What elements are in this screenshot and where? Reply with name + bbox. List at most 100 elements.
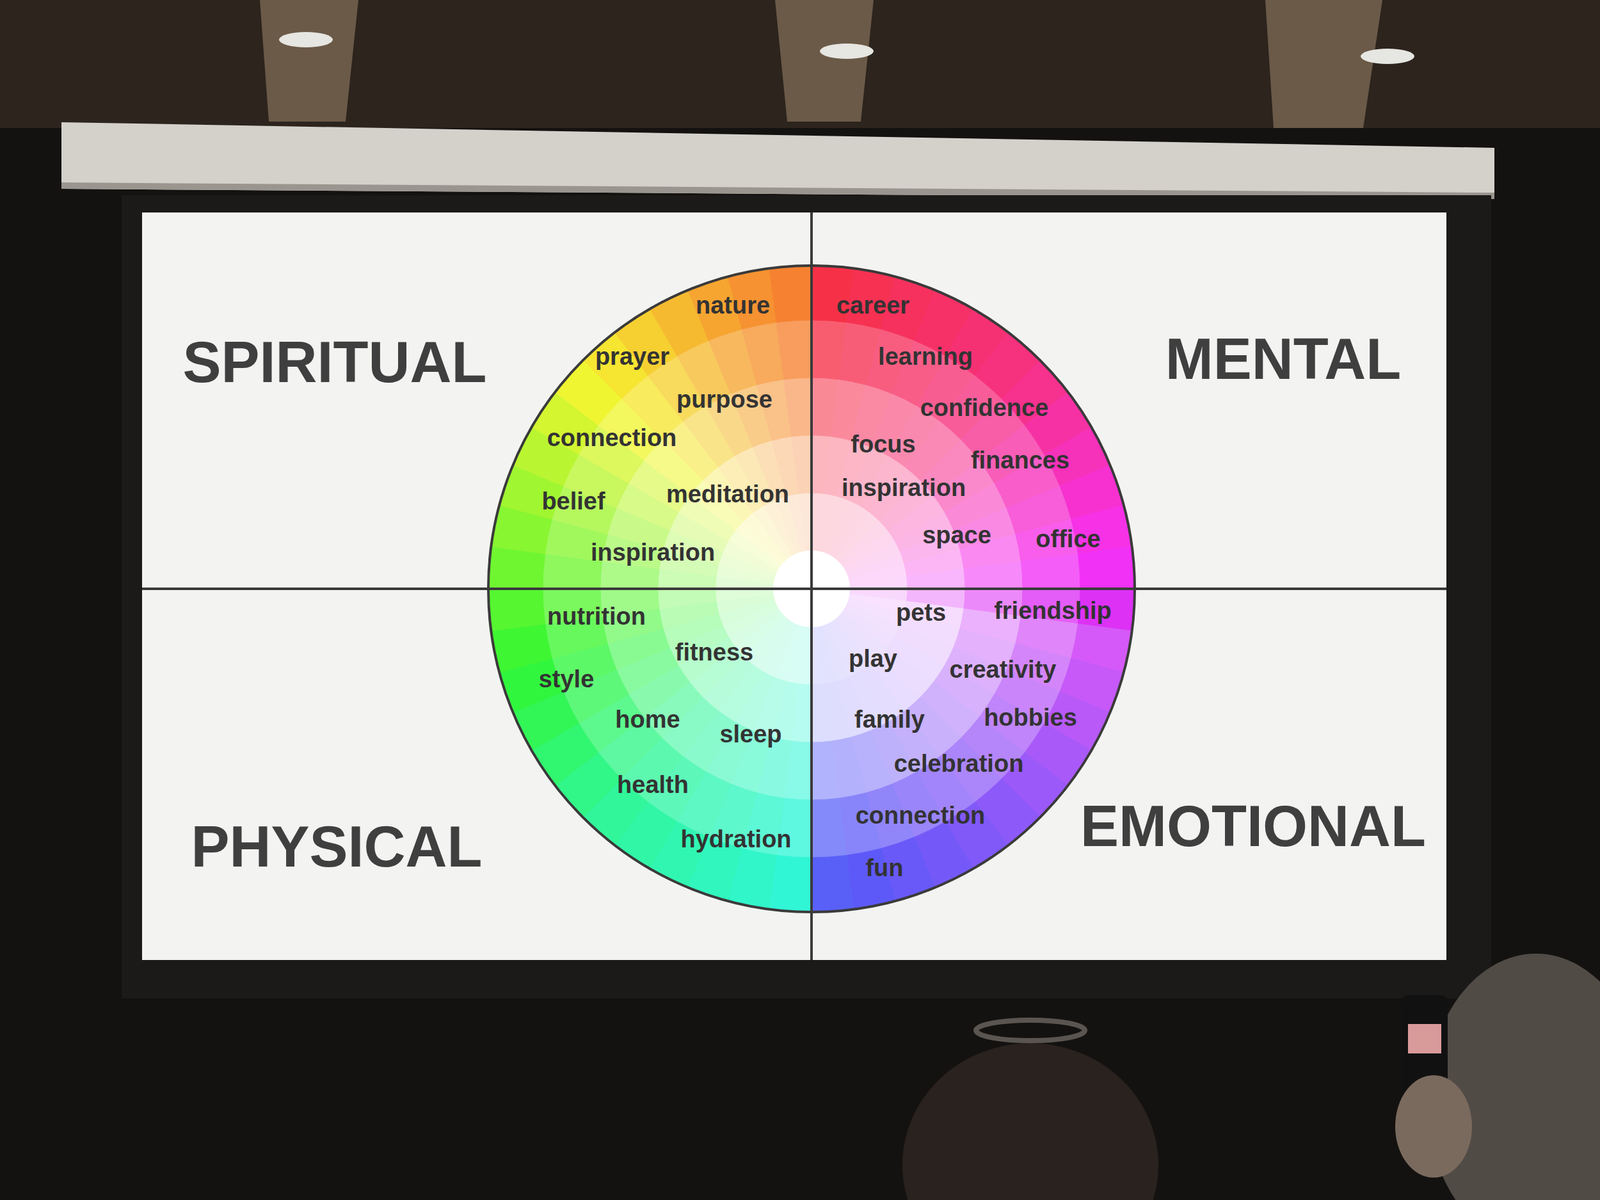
- quadrant-heading: MENTAL: [1165, 330, 1401, 388]
- wheel-segment-label: hobbies: [983, 704, 1078, 732]
- wheel-segment-label: family: [854, 706, 925, 734]
- wheel-segment-label: prayer: [595, 343, 670, 371]
- wheel-segment: [811, 741, 840, 800]
- segment-word: hydration: [680, 826, 792, 854]
- wheel-segment-label: celebration: [894, 750, 1024, 778]
- segment-word: celebration: [894, 750, 1024, 778]
- segment-word: purpose: [676, 386, 773, 414]
- wheel-segment-label: focus: [850, 431, 916, 459]
- wheel-segment-label: connection: [547, 424, 678, 452]
- wheel-segment-label: nutrition: [547, 603, 646, 631]
- segment-word: home: [615, 706, 680, 734]
- segment-word: hobbies: [983, 704, 1078, 732]
- wheel-segment: [769, 265, 812, 323]
- wheel-segment: [715, 588, 774, 602]
- wheel-segment-label: purpose: [676, 386, 773, 414]
- wheel-segment-label: hydration: [680, 826, 792, 854]
- wheel-segment-label: fun: [865, 855, 904, 882]
- wheel-segment-label: nature: [695, 292, 770, 320]
- segment-word: creativity: [949, 656, 1057, 684]
- quadrant-region: MENTAL career learning confidencefocus finan…: [811, 212, 1447, 589]
- wheel-segment-label: office: [1035, 526, 1101, 553]
- segment-word: learning: [878, 343, 973, 371]
- segment-word: style: [538, 666, 595, 694]
- segment-word: inspiration: [841, 474, 966, 502]
- wheel-segment: [657, 588, 717, 609]
- segment-word: nature: [695, 292, 770, 320]
- segment-word: inspiration: [590, 539, 715, 567]
- wheel-segment-label: finances: [970, 447, 1070, 475]
- wheel-segment: [811, 855, 854, 912]
- wheel-segment: [849, 576, 908, 589]
- wheel-segment: [791, 435, 812, 494]
- quadrant-region: PHYSICAL nutrition fitness style home sleep he…: [142, 588, 812, 960]
- segment-word: sleep: [719, 721, 782, 749]
- wheel-segment-label: space: [922, 522, 992, 550]
- segment-word: meditation: [666, 481, 790, 509]
- ceiling-light: [279, 32, 333, 48]
- ceiling-light: [1360, 48, 1415, 64]
- wheel-segment: [811, 798, 847, 858]
- wheel-segment-label: career: [836, 292, 910, 320]
- wheel-segment: [963, 561, 1023, 589]
- wheel-segment-label: play: [848, 645, 898, 673]
- ceiling-beam: [775, 0, 874, 122]
- wheel-segment: [1077, 546, 1135, 589]
- wheel-segment: [811, 626, 825, 685]
- audience-head: [902, 1043, 1159, 1200]
- segment-word: confidence: [920, 394, 1049, 422]
- screen-border: [121, 195, 1492, 999]
- segment-word: prayer: [595, 343, 670, 371]
- segment-word: pets: [896, 599, 946, 627]
- wheel-segment: [490, 624, 552, 673]
- wheel-segment-label: confidence: [920, 394, 1049, 422]
- segment-word: connection: [547, 424, 678, 452]
- ceiling-beam: [259, 0, 359, 122]
- wheel-segment: [906, 568, 966, 589]
- wheel-segment-label: learning: [878, 343, 973, 371]
- wheel-segment-label: meditation: [666, 481, 790, 509]
- quadrant-region: EMOTIONALpetsfriendshipplaycreativityfam…: [811, 588, 1447, 960]
- segment-word: health: [616, 771, 689, 799]
- wheel-segment: [784, 377, 812, 437]
- slide-background: [142, 212, 1447, 960]
- wheel-segment-label: belief: [541, 488, 605, 516]
- segment-word: career: [836, 292, 910, 320]
- segment-word: fitness: [675, 639, 754, 667]
- segment-word: office: [1035, 526, 1101, 553]
- wheel-segment: [488, 546, 546, 589]
- wheel-segment-label: pets: [896, 599, 946, 627]
- segment-word: play: [848, 645, 898, 673]
- quadrant-heading: PHYSICAL: [190, 817, 482, 876]
- wheel-segment-label: inspiration: [590, 539, 715, 567]
- segment-word: focus: [850, 431, 916, 459]
- segment-word: nutrition: [547, 603, 646, 631]
- wheel-segment-label: friendship: [993, 597, 1112, 625]
- wheel-segment-label: health: [616, 771, 689, 799]
- segment-word: finances: [970, 447, 1070, 475]
- quadrant-divider: [810, 212, 813, 960]
- wheel-segment: [488, 588, 546, 632]
- wheel-segment: [811, 684, 832, 743]
- ceiling: [0, 0, 1600, 128]
- segment-word: fun: [865, 855, 904, 882]
- ceiling-beam: [1265, 0, 1383, 128]
- wheel-segment-label: sleep: [719, 721, 782, 749]
- segment-word: connection: [855, 802, 986, 830]
- wheel-segment-label: creativity: [949, 656, 1057, 684]
- wheel-segment-label: style: [538, 666, 595, 694]
- wheel-segment-label: inspiration: [841, 474, 966, 502]
- segment-word: friendship: [993, 597, 1112, 625]
- segment-word: family: [854, 706, 925, 734]
- glasses: [976, 1020, 1085, 1041]
- wheel-segment-label: home: [615, 706, 680, 734]
- ceiling-light: [819, 43, 874, 59]
- wheel-segment-label: connection: [855, 802, 986, 830]
- quadrant-heading: SPIRITUAL: [182, 333, 487, 392]
- quadrant-region: SPIRITUAL nature prayerpurpose connection me…: [142, 212, 812, 589]
- quadrant-divider: [142, 587, 1447, 591]
